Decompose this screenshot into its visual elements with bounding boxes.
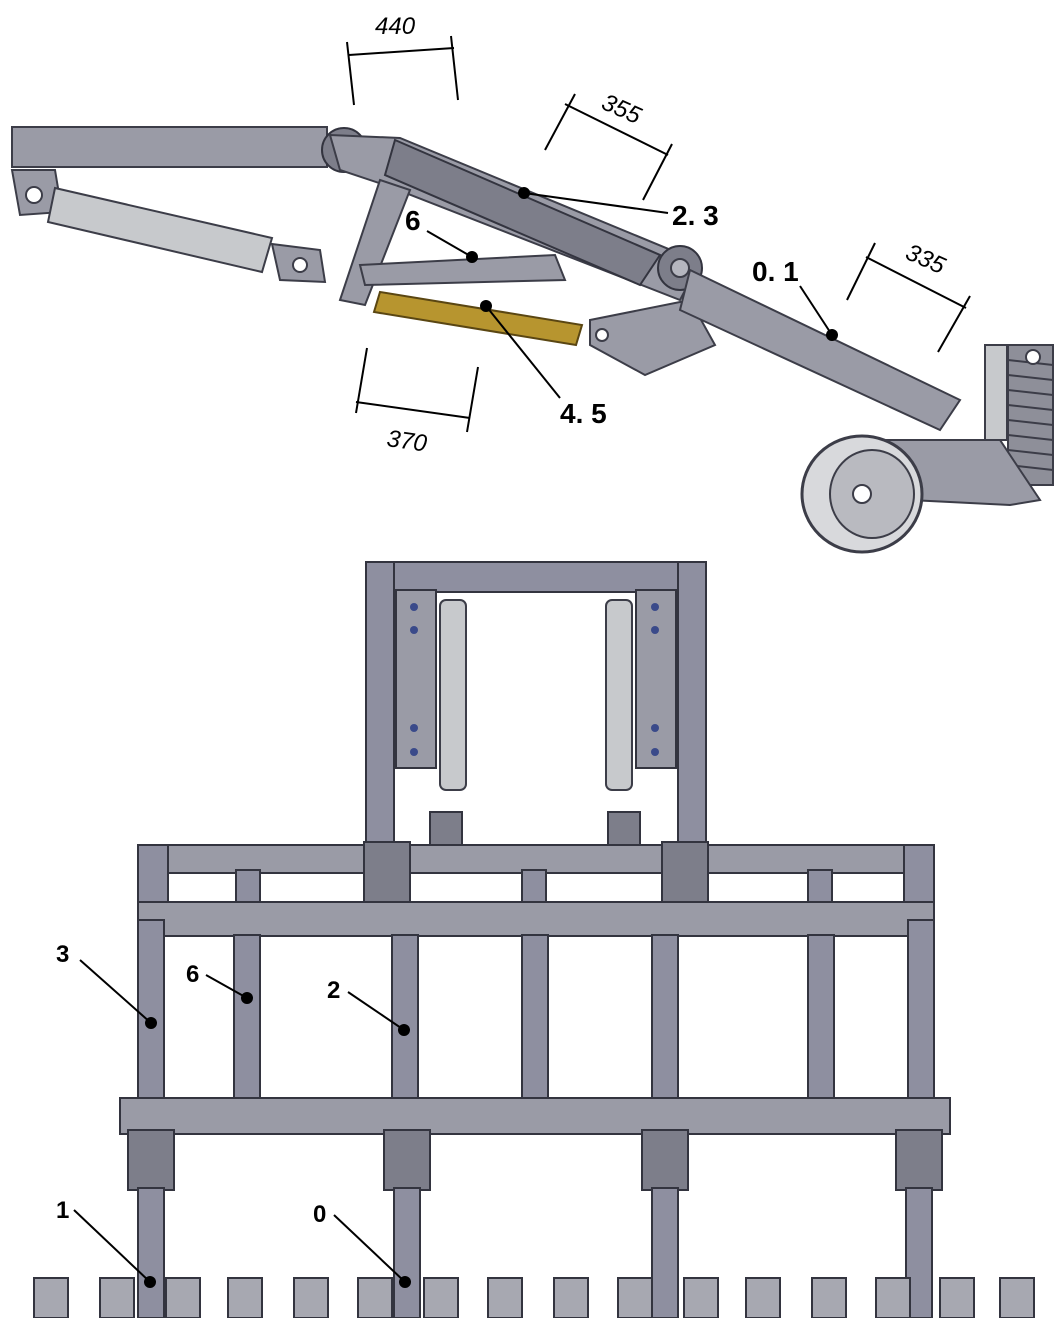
tine-row bbox=[33, 1277, 1035, 1318]
label-1: 1 bbox=[56, 1197, 69, 1224]
leader-6-front: 6 bbox=[186, 961, 253, 1004]
upper-crossbar bbox=[137, 844, 935, 874]
lower-plate bbox=[589, 298, 717, 377]
label-0-1: 0. 1 bbox=[752, 256, 799, 287]
top-arm bbox=[11, 126, 328, 168]
leader-0: 0 bbox=[313, 1201, 411, 1288]
right-hinge bbox=[661, 841, 709, 913]
leader-2: 2 bbox=[327, 977, 410, 1036]
dimension-355: 355 bbox=[544, 89, 673, 201]
dim-335-text: 335 bbox=[902, 239, 950, 280]
front-view: 3 6 2 1 0 bbox=[33, 561, 1035, 1318]
leader-3: 3 bbox=[56, 941, 157, 1029]
label-0: 0 bbox=[313, 1201, 326, 1228]
label-6-side: 6 bbox=[405, 205, 421, 236]
main-beam-side bbox=[383, 138, 662, 287]
main-crossbar bbox=[137, 901, 935, 937]
mast-right-post bbox=[677, 561, 707, 853]
dimension-370: 370 bbox=[355, 347, 479, 458]
label-3: 3 bbox=[56, 941, 69, 968]
lower-beam bbox=[678, 268, 962, 432]
label-6-front: 6 bbox=[186, 961, 199, 988]
dimension-440: 440 bbox=[346, 13, 459, 106]
leader-2-3: 2. 3 bbox=[518, 187, 719, 231]
left-hinge bbox=[363, 841, 411, 913]
leader-6-side: 6 bbox=[405, 205, 478, 263]
diagonal-brace bbox=[358, 253, 567, 287]
highlight-tube bbox=[372, 290, 584, 347]
dim-440-text: 440 bbox=[375, 13, 416, 40]
right-cylinder bbox=[605, 599, 633, 791]
left-cylinder bbox=[439, 599, 467, 791]
label-4-5: 4. 5 bbox=[560, 398, 607, 429]
mast-left-post bbox=[365, 561, 395, 853]
leader-4-5: 4. 5 bbox=[480, 300, 607, 429]
dim-370-text: 370 bbox=[385, 425, 429, 457]
leader-0-1: 0. 1 bbox=[752, 256, 838, 341]
front-strut bbox=[338, 178, 412, 307]
mast-left-plate bbox=[395, 589, 437, 769]
leader-1: 1 bbox=[56, 1197, 156, 1288]
label-2-3: 2. 3 bbox=[672, 200, 719, 231]
label-2: 2 bbox=[327, 977, 340, 1004]
side-view: 440 355 335 370 2. 3 bbox=[10, 13, 1054, 554]
spring-rod bbox=[984, 344, 1008, 441]
hydraulic-cylinder bbox=[46, 186, 274, 274]
mast-right-plate bbox=[635, 589, 677, 769]
lower-crossbar bbox=[119, 1097, 951, 1135]
dimension-335: 335 bbox=[846, 239, 971, 353]
mast-top-bar bbox=[365, 561, 707, 593]
